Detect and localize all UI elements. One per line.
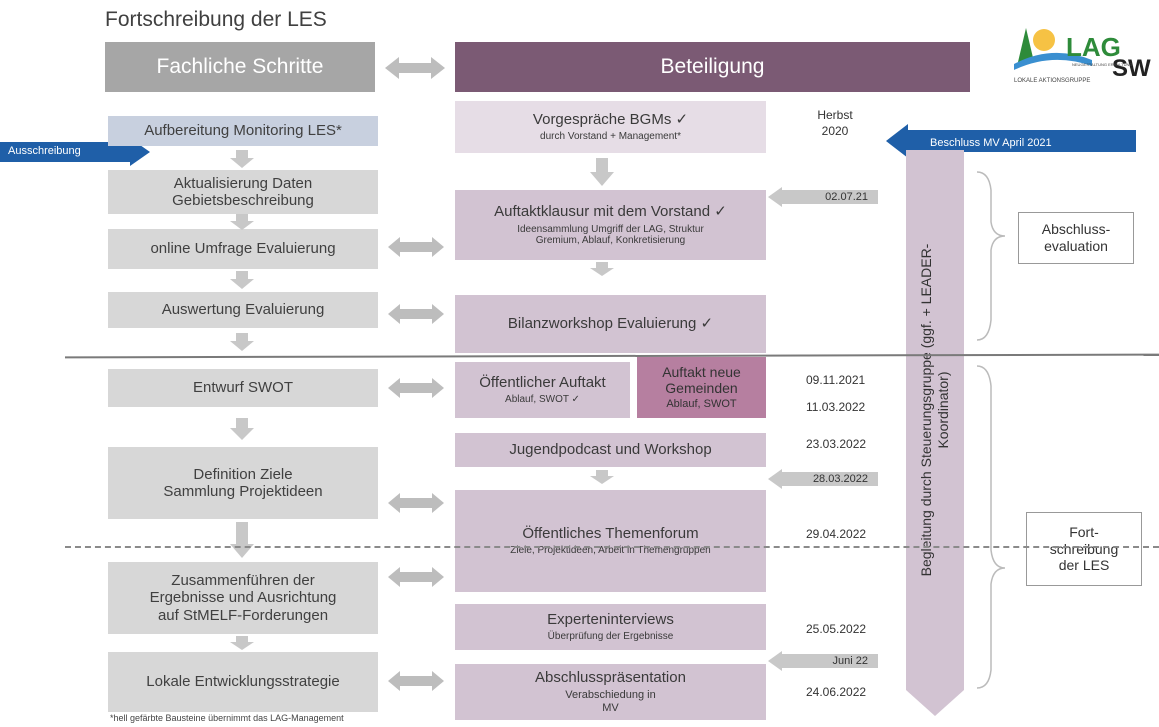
date-25-05-2022: 25.05.2022 (806, 622, 867, 636)
step-definition-ziele: Definition Ziele Sammlung Projektideen (108, 447, 378, 519)
date-09-11-2021: 09.11.2021 (806, 373, 866, 387)
beschluss-arrow-icon (886, 124, 1136, 158)
step-auftaktklausur-sub: Ideensammlung Umgriff der LAG, Struktur … (517, 223, 704, 247)
tag-juni-22: Juni 22 (832, 655, 868, 667)
logo-small: NEUGESTALTUNG ERHALTUNG (1072, 62, 1132, 67)
date-29-04-2022: 29.04.2022 (806, 527, 867, 541)
step-experteninterviews-title: Experteninterviews (547, 611, 674, 629)
double-arrow-icon (388, 567, 444, 587)
date-24-06-2022: 24.06.2022 (806, 685, 867, 699)
double-arrow-icon (388, 237, 444, 257)
step-entwurf-swot: Entwurf SWOT (108, 369, 378, 407)
tag-arrow-icon (768, 187, 878, 207)
footnote: *hell gefärbte Bausteine übernimmt das L… (110, 713, 344, 723)
step-bilanzworkshop: Bilanzworkshop Evaluierung ✓ (455, 295, 766, 353)
brackets-icon (976, 171, 1006, 689)
down-arrow-icon (230, 418, 254, 440)
step-auftakt-neue-gemeinden: Auftakt neue Gemeinden Ablauf, SWOT (637, 357, 766, 418)
step-oeffentlicher-auftakt-title: Öffentlicher Auftakt (479, 374, 606, 392)
steuerungsgruppe-arrow-icon (906, 150, 964, 716)
step-online-umfrage: online Umfrage Evaluierung (108, 229, 378, 269)
step-experteninterviews: Experteninterviews Überprüfung der Ergeb… (455, 604, 766, 650)
step-lokale-strategie: Lokale Entwicklungsstrategie (108, 652, 378, 712)
double-arrow-icon (385, 57, 445, 79)
step-jugendpodcast-title: Jugendpodcast und Workshop (509, 441, 712, 459)
tag-arrow-icon (768, 651, 878, 671)
vertical-label: Begleitung durch Steuerungsgruppe (ggf. … (918, 243, 951, 577)
double-arrow-icon (388, 378, 444, 398)
step-vorgespraeche-title: Vorgespräche BGMs ✓ (532, 111, 689, 129)
date-herbst: Herbst 2020 (817, 108, 853, 138)
down-arrow-icon (230, 271, 254, 289)
step-vorgespraeche-sub: durch Vorstand + Management* (540, 131, 681, 143)
step-auftaktklausur-title: Auftaktklausur mit dem Vorstand ✓ (494, 203, 727, 221)
logo-graphic-icon: LAG SW LOKALE AKTIONSGRUPPE NEUGESTALTUN… (1014, 28, 1151, 84)
step-zusammenfuehren: Zusammenführen der Ergebnisse und Ausric… (108, 562, 378, 634)
lag-logo: LAG SW LOKALE AKTIONSGRUPPE NEUGESTALTUN… (1012, 18, 1152, 88)
tag-arrow-icon (768, 469, 878, 489)
down-arrow-icon (230, 214, 254, 230)
header-beteiligung: Beteiligung (455, 42, 970, 92)
double-arrow-icon (388, 304, 444, 324)
step-vorgespraeche: Vorgespräche BGMs ✓ durch Vorstand + Man… (455, 101, 766, 153)
down-arrow-icon (230, 333, 254, 351)
step-jugendpodcast: Jugendpodcast und Workshop (455, 433, 766, 467)
step-themenforum: Öffentliches Themenforum Ziele, Projekti… (455, 490, 766, 592)
double-arrow-icon (388, 671, 444, 691)
logo-sub: LOKALE AKTIONSGRUPPE (1014, 78, 1090, 84)
side-label-abschlussevaluation: Abschluss-evaluation (1018, 212, 1134, 264)
step-experteninterviews-sub: Überprüfung der Ergebnisse (547, 631, 674, 643)
step-auftakt-neue-gemeinden-title: Auftakt neue Gemeinden (662, 364, 741, 397)
step-abschlusspraesentation: Abschlusspräsentation Verabschiedung in … (455, 664, 766, 720)
logo-mark: LAG (1066, 32, 1121, 62)
page-title: Fortschreibung der LES (105, 8, 327, 31)
step-bilanzworkshop-title: Bilanzworkshop Evaluierung ✓ (507, 315, 714, 333)
down-arrow-icon (230, 636, 254, 650)
date-11-03-2022: 11.03.2022 (806, 400, 866, 414)
step-auftaktklausur: Auftaktklausur mit dem Vorstand ✓ Ideens… (455, 190, 766, 260)
beschluss-label: Beschluss MV April 2021 (930, 137, 1052, 149)
tag-28-03-2022: 28.03.2022 (812, 473, 868, 485)
step-aktualisierung: Aktualisierung Daten Gebietsbeschreibung (108, 170, 378, 214)
step-oeffentlicher-auftakt-sub: Ablauf, SWOT ✓ (505, 394, 580, 406)
date-23-03-2022: 23.03.2022 (806, 437, 867, 451)
down-arrow-icon (230, 150, 254, 168)
down-arrow-icon (590, 470, 614, 484)
down-arrow-icon (590, 262, 614, 276)
ausschreibung-label: Ausschreibung (8, 145, 81, 157)
tag-02-07-21: 02.07.21 (825, 191, 868, 203)
side-label-fortschreibung: Fort-schreibung der LES (1026, 512, 1142, 586)
divider-dashed (65, 546, 1159, 548)
down-arrow-icon (230, 522, 254, 558)
down-arrow-icon (590, 158, 614, 186)
step-abschlusspraesentation-title: Abschlusspräsentation (535, 669, 686, 687)
logo-suffix: SW (1112, 55, 1151, 82)
step-oeffentlicher-auftakt: Öffentlicher Auftakt Ablauf, SWOT ✓ (455, 362, 630, 418)
step-monitoring: Aufbereitung Monitoring LES* (108, 116, 378, 146)
step-abschlusspraesentation-sub: Verabschiedung in MV (565, 689, 656, 715)
header-fachliche-schritte: Fachliche Schritte (105, 42, 375, 92)
step-auswertung: Auswertung Evaluierung (108, 292, 378, 328)
step-auftakt-neue-gemeinden-sub: Ablauf, SWOT (666, 398, 737, 411)
step-themenforum-sub: Ziele, Projektideen, Arbeit in Themengru… (510, 545, 711, 557)
double-arrow-icon (388, 493, 444, 513)
step-themenforum-title: Öffentliches Themenforum (522, 525, 699, 543)
